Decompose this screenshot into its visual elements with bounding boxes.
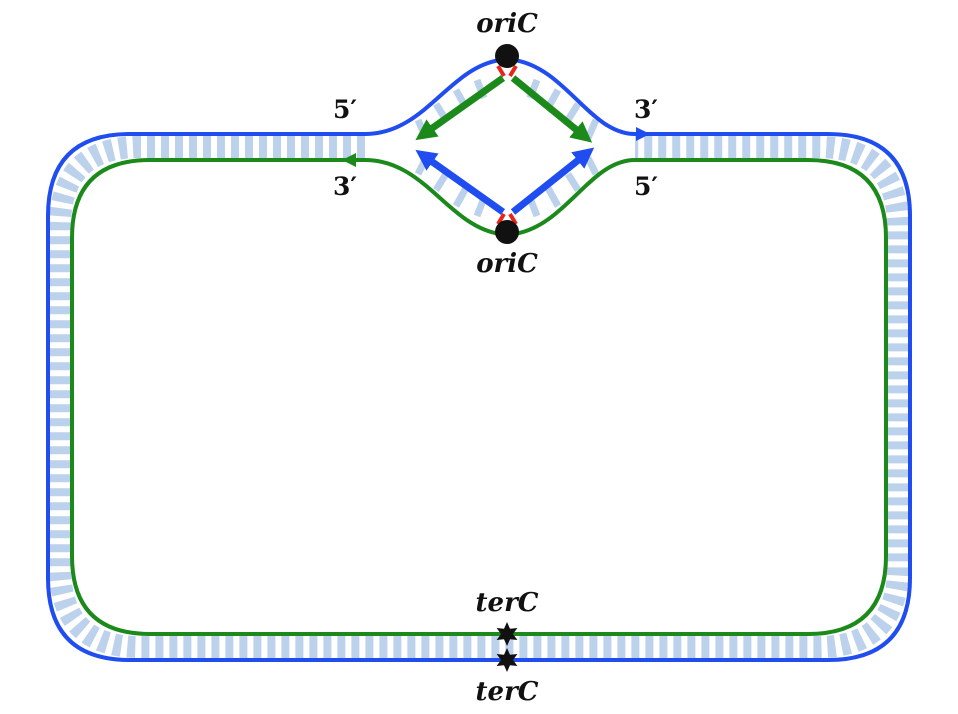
end-label-bottom-right: 5′ [634, 172, 658, 201]
strand-green [70, 158, 888, 636]
ori-dot-top [495, 44, 519, 68]
strand-blue-bubble [364, 58, 636, 136]
blue-arrow-left [415, 149, 506, 215]
end-label-top-left: 5′ [333, 95, 357, 124]
ter-star-inner [496, 622, 518, 646]
ori-dot-bottom [495, 220, 519, 244]
green-arrow-left [415, 75, 506, 141]
strand-blue-3prime-arrow [636, 127, 650, 141]
origin-unwound [496, 64, 518, 226]
bubble-base-pairs [414, 78, 600, 218]
end-label-bottom-left: 3′ [333, 172, 357, 201]
ori-label-bottom: oriC [476, 249, 538, 279]
strand-blue [46, 132, 912, 662]
ter-markers [496, 622, 518, 672]
strand-green-3prime-arrow [342, 153, 356, 167]
end-label-top-right: 3′ [634, 95, 658, 124]
blue-arrow-right [510, 147, 595, 215]
strand-green-bubble [364, 158, 636, 236]
ter-star-outer [496, 648, 518, 672]
ter-label-bottom: terC [476, 677, 539, 707]
base-pairs [49, 136, 909, 658]
ter-label-top: terC [476, 588, 539, 618]
green-arrow-right [510, 75, 593, 143]
ori-label-top: oriC [476, 9, 538, 39]
